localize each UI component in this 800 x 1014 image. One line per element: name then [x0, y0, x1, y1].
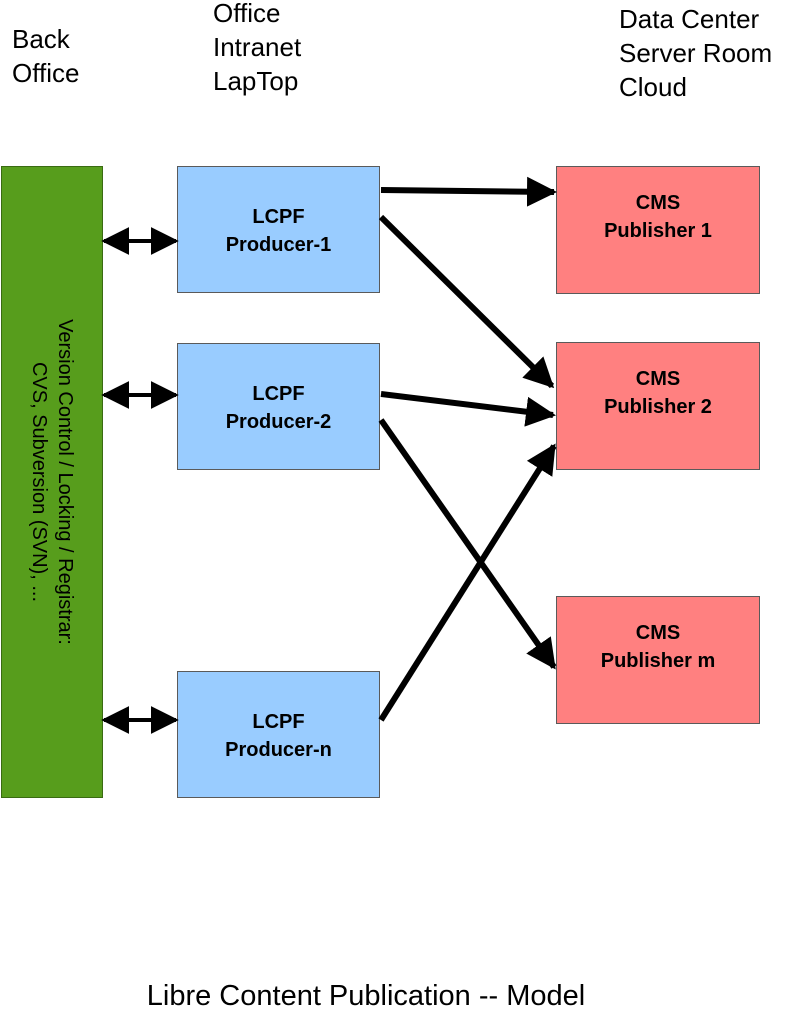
data-center-heading: Data Center Server Room Cloud: [619, 2, 772, 104]
office-heading: Office Intranet LapTop: [213, 0, 301, 98]
publisher-name-label: Publisher 1: [604, 220, 712, 242]
data-center-heading-line: Server Room: [619, 38, 773, 68]
publisher-2-box: CMS Publisher 2: [556, 342, 760, 470]
producer-name-label: Producer-2: [225, 411, 332, 433]
office-heading-line: LapTop: [213, 66, 299, 96]
office-heading-line: Office: [213, 0, 281, 28]
producer-name-label: Producer-n: [225, 739, 332, 761]
publisher-name-label: Publisher m: [600, 650, 716, 672]
producer-n-to-publisher-2-arrow: [378, 443, 557, 722]
producer-1-box: LCPF Producer-1: [177, 166, 380, 293]
producer-type-label: LCPF: [252, 206, 305, 228]
producer-1-to-publisher-2-arrow: [378, 214, 555, 389]
producer-n-box: LCPF Producer-n: [177, 671, 380, 798]
back-office-heading: Back Office: [12, 22, 79, 90]
publisher-name-label: Publisher 2: [604, 396, 712, 418]
producer-2-to-publisher-m-arrow: [378, 418, 557, 670]
producer-1-to-publisher-1-arrow: [380, 176, 557, 207]
data-center-heading-line: Data Center: [619, 4, 760, 34]
back-office-heading-line: Back: [12, 24, 70, 54]
publisher-type-label: CMS: [635, 192, 681, 214]
producer-2-to-publisher-2-arrow: [380, 391, 556, 427]
office-heading-line: Intranet: [213, 32, 302, 62]
publisher-type-label: CMS: [635, 622, 681, 644]
publisher-type-label: CMS: [635, 368, 681, 390]
version-control-box: [1, 166, 103, 798]
diagram-caption: Libre Content Publication -- Model: [146, 980, 586, 1012]
publisher-m-box: CMS Publisher m: [556, 596, 760, 724]
data-center-heading-line: Cloud: [619, 72, 687, 102]
producer-2-box: LCPF Producer-2: [177, 343, 380, 470]
producer-type-label: LCPF: [252, 711, 305, 733]
back-office-heading-line: Office: [12, 58, 80, 88]
publisher-1-box: CMS Publisher 1: [556, 166, 760, 294]
producer-type-label: LCPF: [252, 383, 305, 405]
producer-name-label: Producer-1: [225, 234, 332, 256]
